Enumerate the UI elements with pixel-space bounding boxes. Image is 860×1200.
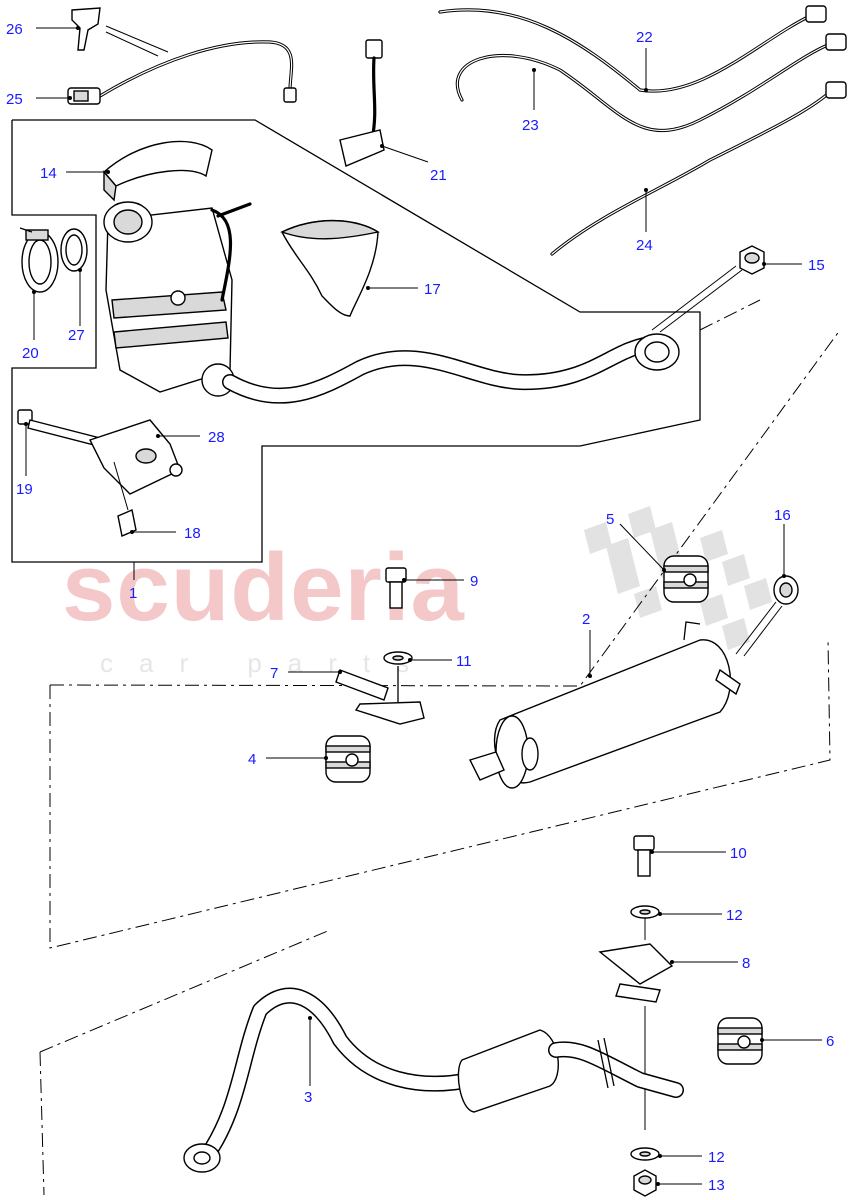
callout-26: 26 [6,21,23,38]
callout-24: 24 [636,237,653,254]
callout-4: 4 [248,751,256,768]
bolt-19 [17,409,101,447]
callout-19: 19 [16,481,33,498]
watermark-brand: scuderia [62,534,465,641]
bolt-10 [633,835,655,877]
temperature-sensor-harness-23 [455,33,847,132]
grommet-16 [735,575,799,657]
callout-16: 16 [774,507,791,524]
callout-12-lower: 12 [708,1149,725,1166]
callout-28: 28 [208,429,225,446]
callout-3: 3 [304,1089,312,1106]
catalytic-converter [103,201,252,397]
callout-13: 13 [708,1177,725,1194]
rubber-mount-4 [325,735,371,783]
callout-17: 17 [424,281,441,298]
group-outline-center-section [49,299,841,949]
callout-15: 15 [808,257,825,274]
bracket-28 [89,419,183,495]
washer-12-lower [630,1147,660,1161]
callout-10: 10 [730,845,747,862]
front-exhaust-pipe [222,333,680,404]
callout-5: 5 [606,511,614,528]
hanger-bracket-7 [335,666,425,725]
group-outline-rear-section [39,929,331,1196]
washer-12-upper [630,905,660,919]
callout-22: 22 [636,29,653,46]
bolt-18 [113,461,137,537]
callout-6: 6 [826,1033,834,1050]
callout-1: 1 [129,585,137,602]
sensor-clip [71,7,169,57]
rear-exhaust-pipe [183,987,684,1173]
callout-7: 7 [270,665,278,682]
callout-11: 11 [456,653,472,670]
callout-27: 27 [68,327,85,344]
callout-21: 21 [430,167,447,184]
wiring-harness-bracket [339,39,385,167]
exhaust-clamp [19,227,59,293]
callout-23: 23 [522,117,539,134]
callout-14: 14 [40,165,57,182]
bolt-9 [385,567,407,609]
rubber-mount-5 [663,555,709,603]
callout-8: 8 [742,955,750,972]
oxygen-sensor-wire [98,40,297,103]
temperature-sensor-harness-22 [438,5,827,93]
callout-12-upper: 12 [726,907,743,924]
hanger-bracket-8 [598,918,674,1130]
center-muffler [469,621,741,789]
callout-2: 2 [582,611,590,628]
callout-labels: 26 25 14 21 22 23 24 15 17 20 27 28 19 1… [6,21,834,1194]
washer-11 [383,651,413,665]
callout-9: 9 [470,573,478,590]
group-outline-front-section [11,119,701,563]
watermark-tagline: car parts [100,648,435,678]
callout-25: 25 [6,91,23,108]
callout-18: 18 [184,525,201,542]
callout-leaders [24,26,822,1186]
pipe-heat-shield [280,219,380,317]
flange-nut-15 [651,245,765,333]
sensor-connector [67,87,101,105]
gasket [60,228,88,272]
temperature-sensor-harness-24 [550,81,847,256]
heat-shield [103,140,213,202]
callout-20: 20 [22,345,39,362]
rubber-mount-6 [717,1017,763,1065]
flange-nut-13 [633,1169,657,1197]
